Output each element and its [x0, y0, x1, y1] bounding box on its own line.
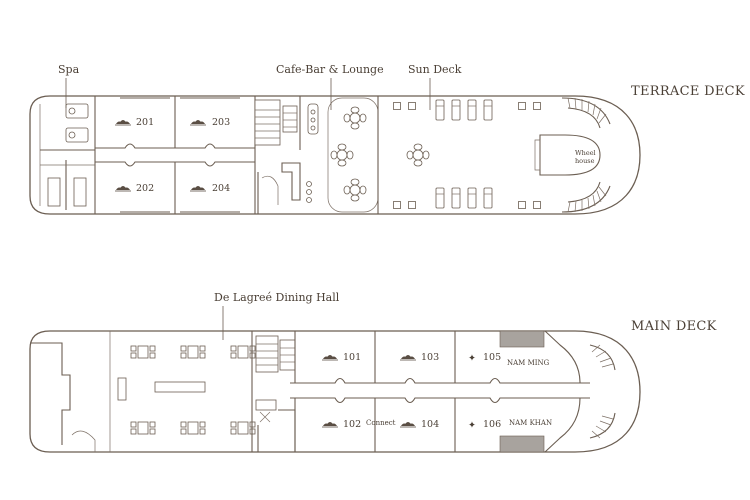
spa-area	[40, 96, 96, 214]
sun-deck-label: Sun Deck	[408, 63, 462, 76]
nam-khan-label: NAM KHAN	[509, 419, 552, 427]
cabin-201-label: 201	[136, 117, 154, 128]
main-stairs	[251, 331, 296, 452]
connect-label: Connect	[366, 419, 396, 427]
stern-area	[30, 331, 206, 452]
terrace-forward-stairs	[561, 97, 611, 213]
wheelhouse: Wheel house	[534, 134, 601, 176]
cabin-103-label: 103	[421, 352, 439, 363]
wheelhouse-label-line2: house	[575, 157, 595, 165]
cabin-202-label: 202	[136, 183, 154, 194]
cabin-106-label: 106	[483, 419, 501, 430]
wheelhouse-label-line1: Wheel	[575, 149, 596, 157]
cafe-bar-lounge	[299, 96, 379, 214]
nam-khan-wardrobe	[499, 435, 545, 453]
nam-ming-wardrobe	[499, 330, 545, 348]
cafe-bar-lounge-label: Cafe-Bar & Lounge	[276, 63, 384, 76]
terrace-stairs	[254, 99, 301, 214]
terrace-deck-title: TERRACE DECK	[631, 84, 745, 99]
cabin-105-icon: ✦	[468, 353, 476, 364]
main-deck-title: MAIN DECK	[631, 319, 717, 334]
cabin-204-label: 204	[212, 183, 230, 194]
cabin-106-icon: ✦	[468, 420, 476, 431]
spa-label: Spa	[58, 63, 80, 76]
terrace-deck: 201 203 202 204	[29, 63, 745, 215]
cabin-203-label: 203	[212, 117, 230, 128]
nam-ming-label: NAM MING	[507, 359, 550, 367]
cabin-101-label: 101	[343, 352, 361, 363]
cabin-102-label: 102	[343, 419, 361, 430]
main-forward-stairs	[589, 344, 616, 439]
cabin-104-label: 104	[421, 419, 439, 430]
cabin-105-label: 105	[483, 352, 501, 363]
main-deck: 101 103 ✦ 105 102 104 ✦ 106 Connect NAM …	[29, 291, 717, 453]
dining-hall-label: De Lagreé Dining Hall	[214, 291, 340, 304]
